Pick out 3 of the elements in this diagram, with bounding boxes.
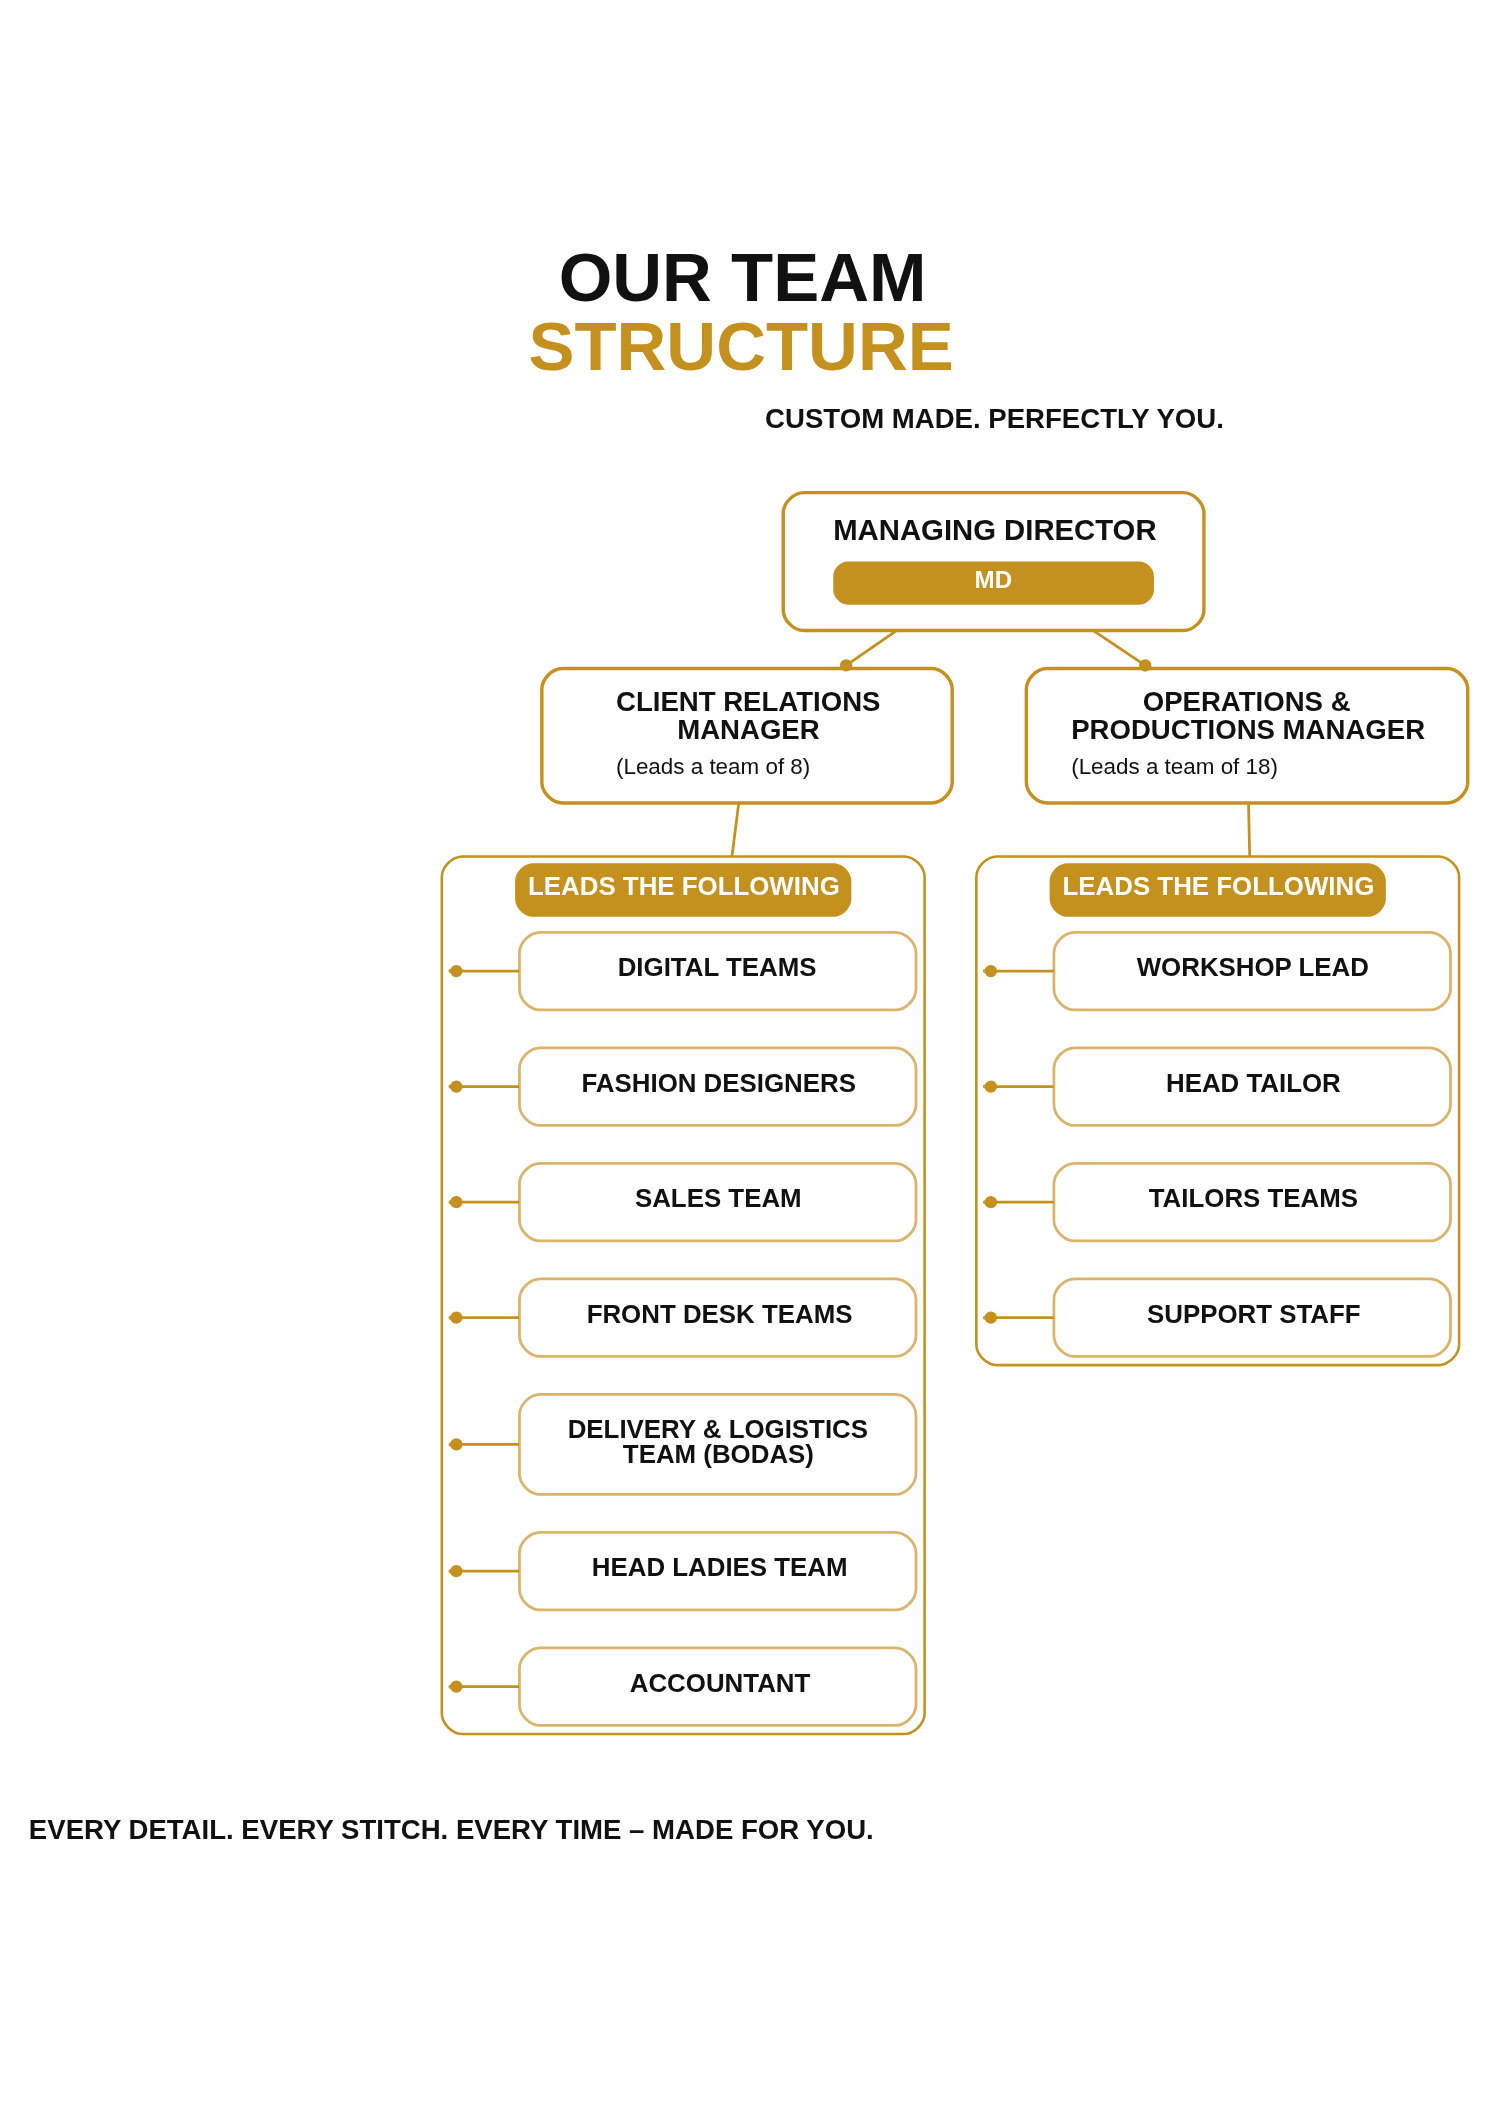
diagram-title: OUR TEAM STRUCTURE: [528, 238, 954, 385]
label: EVERY DETAIL. EVERY STITCH. EVERY TIME – MADE FOR YOU.: [28, 1813, 874, 1845]
label: CUSTOM MADE. PERFECTLY YOU.: [765, 402, 1224, 434]
